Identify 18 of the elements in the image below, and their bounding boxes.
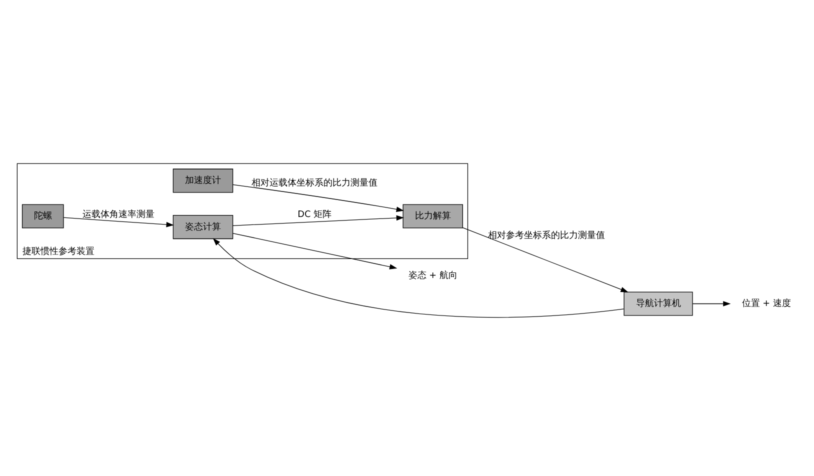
arrow: [232, 232, 397, 270]
node-box: 姿态计算: [172, 214, 233, 240]
node-box: 导航计算机: [623, 292, 692, 316]
node-box: 加速度计: [172, 168, 233, 193]
edge-label: 相对参考坐标系的比力测量值: [488, 230, 605, 241]
node-box: 陀螺: [21, 204, 64, 228]
arrow: [62, 217, 174, 228]
edge-label: 运载体角速率测量: [82, 210, 154, 220]
edge-label: 相对运载体坐标系的比力测量值: [251, 178, 378, 188]
arrow: [212, 238, 624, 318]
arrow: [692, 301, 730, 306]
node-text: 位置 + 速度: [741, 299, 790, 310]
arrow: [232, 215, 404, 226]
node-box: 比力解算: [402, 204, 462, 228]
arrow: [462, 227, 628, 292]
edge-label: DC 矩阵: [297, 210, 332, 220]
node-text: 姿态 + 航向: [408, 271, 457, 282]
arrow: [232, 184, 404, 212]
